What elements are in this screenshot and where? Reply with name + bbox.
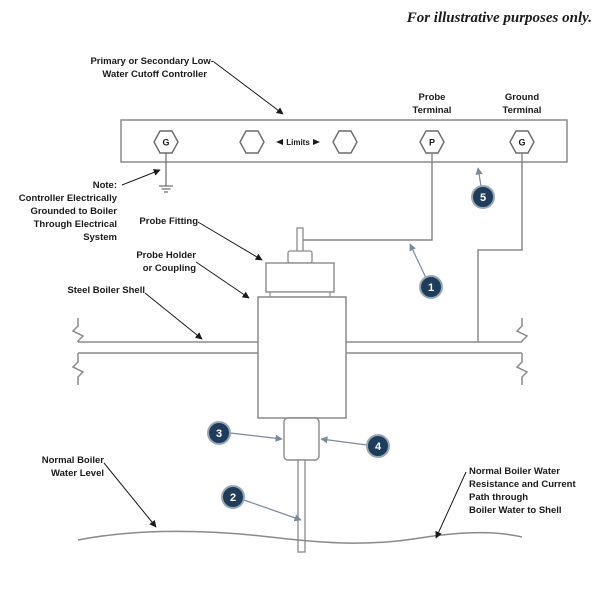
resistance-label-line1: Normal Boiler Water — [469, 466, 560, 477]
terminal-g-left-label: G — [162, 138, 169, 148]
callout-3-arrow — [229, 432, 283, 442]
callout-5-arrow — [475, 167, 483, 187]
callout-4-arrow — [320, 436, 368, 446]
probe-rod-top — [296, 227, 304, 254]
callout-5: 5 — [471, 185, 495, 209]
ground-wire — [477, 153, 523, 342]
callout-4: 4 — [366, 434, 390, 458]
controller-label-line2: Water Cutoff Controller — [102, 69, 207, 80]
probe-terminal-label-line2: Terminal — [413, 105, 452, 116]
steel-shell-label: Steel Boiler Shell — [67, 285, 145, 296]
controller-label-line1: Primary or Secondary Low- — [90, 56, 214, 67]
note-line5: System — [83, 232, 117, 243]
note-line3: Grounded to Boiler — [30, 206, 117, 217]
ground-terminal-label-line1: Ground — [505, 92, 539, 103]
steel-boiler-shell — [71, 318, 529, 385]
callout-2-arrow — [243, 499, 302, 522]
terminal-p: P — [419, 130, 445, 154]
illustrative-note: For illustrative purposes only. — [406, 10, 592, 26]
callout-3-number: 3 — [216, 428, 222, 440]
probe-holder-label-line1: Probe Holder — [136, 250, 196, 261]
water-level-arrow — [103, 462, 157, 528]
probe-fitting-label: Probe Fitting — [139, 216, 198, 227]
callout-4-number: 4 — [375, 441, 382, 453]
terminal-p-label: P — [429, 138, 435, 148]
controller-label-arrow — [213, 61, 284, 115]
probe-fitting — [265, 262, 335, 293]
limit-hex-right — [332, 130, 358, 154]
ground-symbol — [159, 153, 173, 193]
probe-holder-label-line2: or Coupling — [143, 263, 196, 274]
limits-label: Limits — [286, 138, 310, 147]
callout-1: 1 — [419, 275, 443, 299]
ground-terminal-label-line2: Terminal — [503, 105, 542, 116]
terminal-g-right: G — [509, 130, 535, 154]
probe-holder-arrow — [195, 261, 250, 299]
callout-3: 3 — [207, 421, 231, 445]
probe-wire — [300, 153, 433, 241]
limits-indicator: Limits — [276, 138, 320, 147]
callout-5-number: 5 — [480, 192, 486, 204]
note-line1: Note: — [93, 180, 117, 191]
water-level-label-line2: Water Level — [51, 468, 104, 479]
probe-terminal-label-line1: Probe — [419, 92, 446, 103]
terminal-g-right-label: G — [518, 138, 525, 148]
probe-rod-bottom — [297, 459, 306, 553]
resistance-label-line3: Path through — [469, 492, 528, 503]
note-arrow — [121, 169, 161, 186]
resistance-arrow — [435, 471, 467, 539]
callout-2-number: 2 — [230, 492, 236, 504]
probe-fitting-cap — [287, 250, 313, 264]
note-line4: Through Electrical — [34, 219, 117, 230]
probe-holder — [257, 296, 347, 419]
callout-2: 2 — [221, 485, 245, 509]
note-line2: Controller Electrically — [19, 193, 118, 204]
resistance-label-line2: Resistance and Current — [469, 479, 576, 490]
terminal-g-left: G — [153, 130, 179, 154]
water-level-line — [77, 530, 523, 544]
water-level-label-line1: Normal Boiler — [42, 455, 105, 466]
limit-hex-left — [239, 130, 265, 154]
probe-fitting-arrow — [197, 221, 263, 261]
resistance-label-line4: Boiler Water to Shell — [469, 505, 562, 516]
probe-body — [283, 417, 320, 461]
callout-1-arrow — [409, 243, 427, 279]
callout-1-number: 1 — [428, 282, 434, 294]
steel-shell-arrow — [144, 292, 203, 340]
